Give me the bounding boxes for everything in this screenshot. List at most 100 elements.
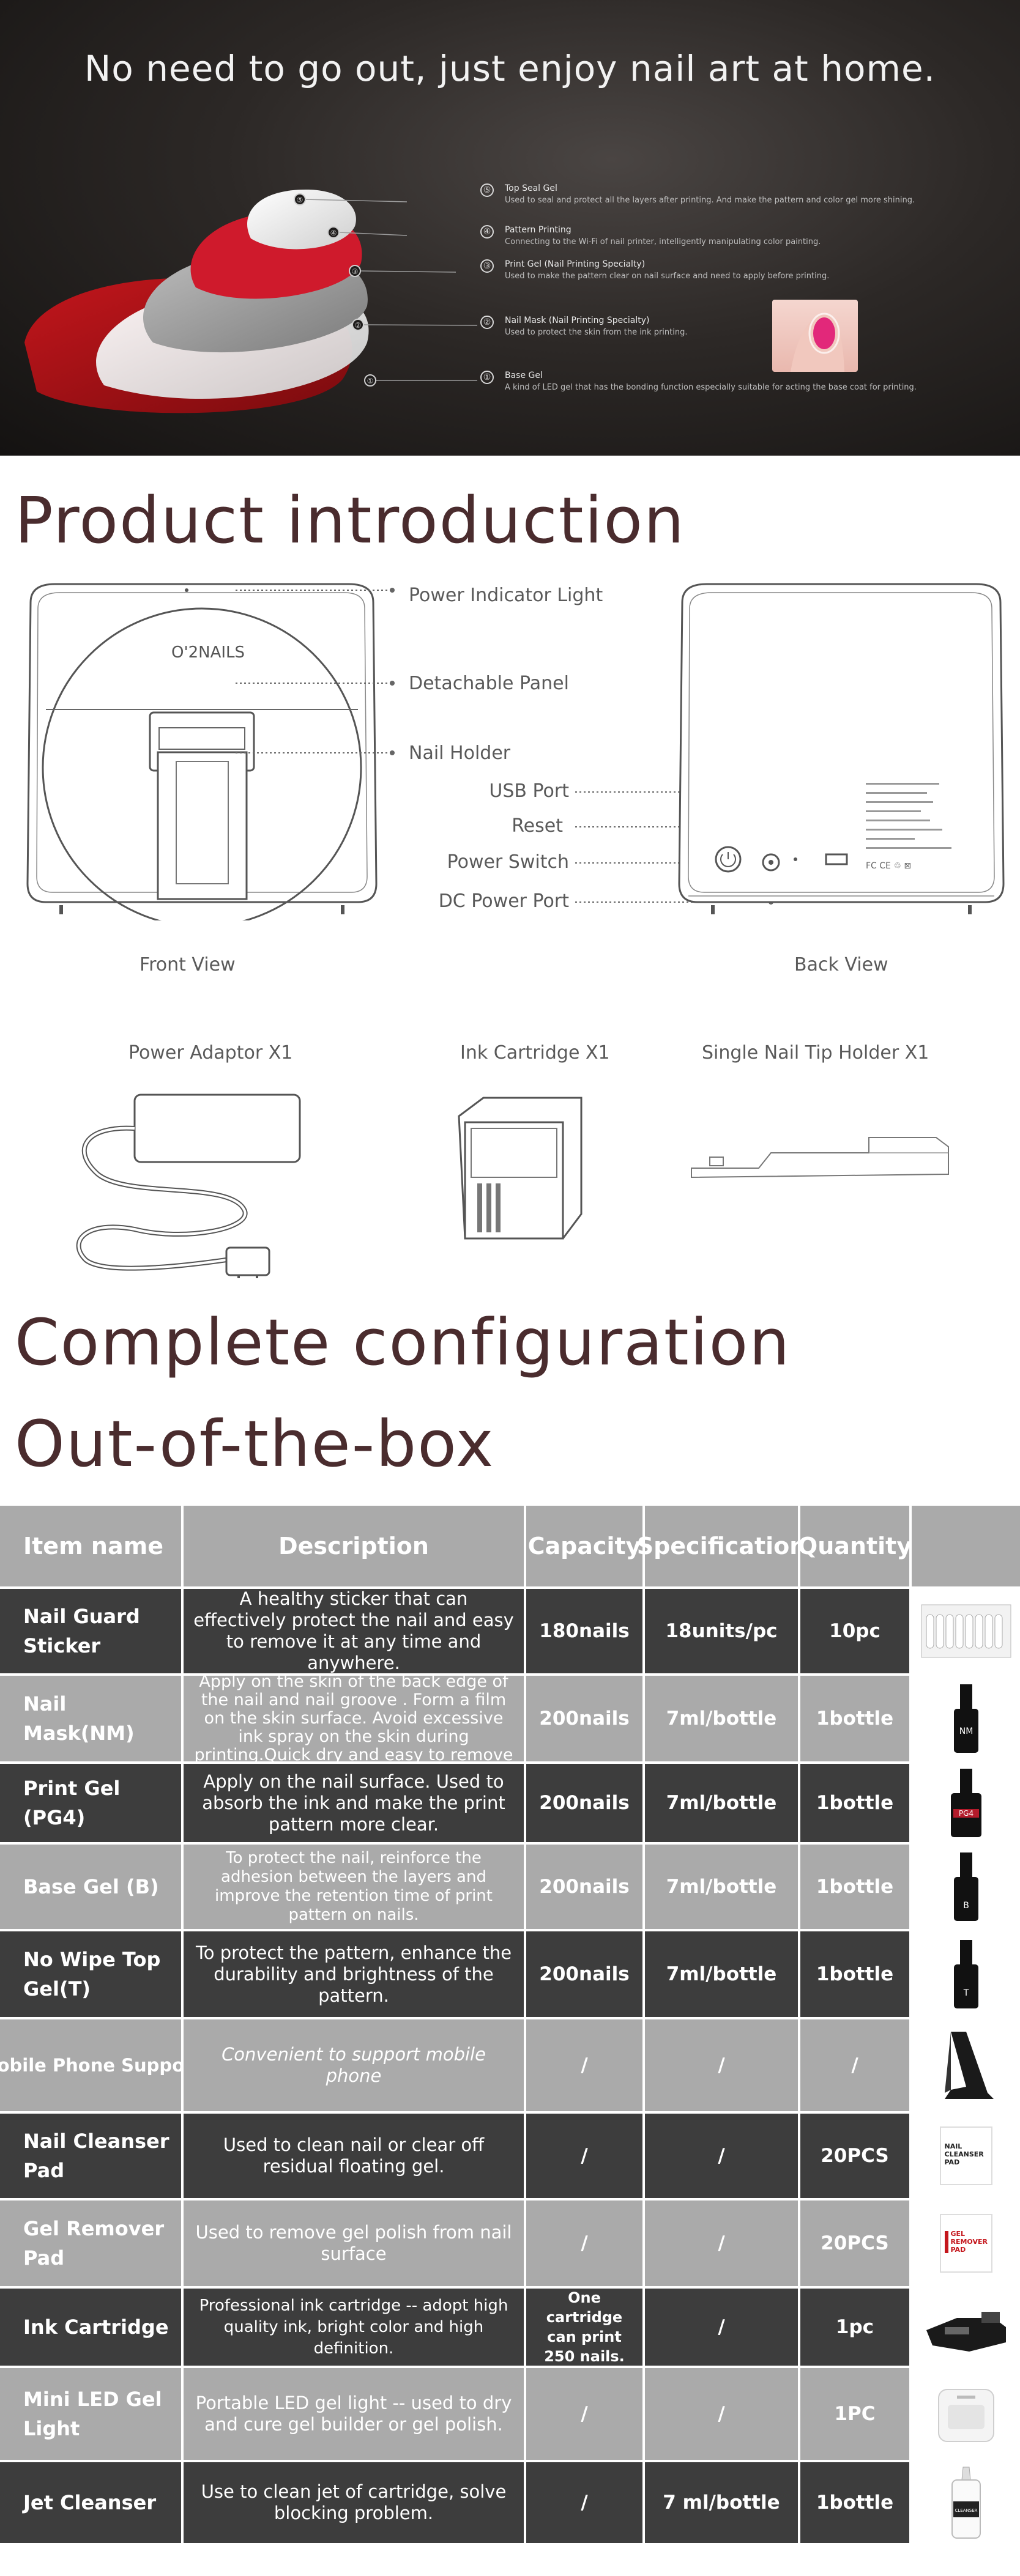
- row-image: [912, 2368, 1020, 2460]
- callout-detachable-panel: Detachable Panel: [409, 673, 569, 694]
- row-description: To protect the pattern, enhance the dura…: [184, 1931, 524, 2017]
- front-view-label: Front View: [140, 954, 236, 975]
- configuration-title: Complete configuration: [15, 1305, 791, 1380]
- callout-power-switch: Power Switch: [447, 851, 569, 873]
- bottle-icon: NM: [953, 1684, 978, 1753]
- gel-layers-illustration: ⑤ ④ ③ ② ①: [24, 190, 477, 413]
- row-description: Convenient to support mobile phone: [184, 2019, 524, 2111]
- row-specification: 7ml/bottle: [645, 1676, 798, 1761]
- layer-desc: Connecting to the Wi-Fi of nail printer,…: [505, 237, 821, 246]
- row-item-name: Gel Remover Pad: [0, 2200, 181, 2286]
- pad-box-icon: NAIL CLEANSER PAD: [939, 2126, 992, 2185]
- callout-reset: Reset: [512, 815, 563, 837]
- hero-title: No need to go out, just enjoy nail art a…: [84, 48, 936, 89]
- table-row: Mobile Phone Support Convenient to suppo…: [0, 2019, 1020, 2111]
- pad-box-label: NAIL CLEANSER PAD: [944, 2142, 984, 2166]
- row-specification: /: [645, 2019, 798, 2111]
- svg-text:FC CE ♲ ⊠: FC CE ♲ ⊠: [866, 861, 911, 871]
- table-row: Base Gel (B) To protect the nail, reinfo…: [0, 1845, 1020, 1929]
- accessory-power-adaptor-label: Power Adaptor X1: [128, 1042, 293, 1064]
- row-item-name: Nail Cleanser Pad: [0, 2114, 181, 2198]
- header-quantity: Quantity: [798, 1506, 912, 1586]
- row-image: NM: [912, 1676, 1020, 1761]
- row-image: [912, 2019, 1020, 2111]
- row-specification: 18units/pc: [645, 1589, 798, 1673]
- row-specification: /: [645, 2114, 798, 2198]
- row-description: Apply on the skin of the back edge of th…: [184, 1673, 524, 1764]
- layer-label-3: ③: [352, 267, 359, 276]
- printer-front-view: O'2NAILS: [26, 583, 378, 920]
- layer-name: Base Gel: [505, 371, 543, 380]
- row-quantity: 1bottle: [800, 2462, 909, 2543]
- row-capacity: /: [526, 2114, 642, 2198]
- row-quantity: 20PCS: [800, 2114, 909, 2198]
- table-row: Nail Guard Sticker A healthy sticker tha…: [0, 1588, 1020, 1673]
- callout-dc-power-port: DC Power Port: [438, 890, 569, 912]
- row-item-name: Nail Mask(NM): [0, 1676, 181, 1761]
- row-item-name: Ink Cartridge: [0, 2289, 181, 2366]
- row-description: Use to clean jet of cartridge, solve blo…: [184, 2462, 524, 2543]
- row-capacity: 200nails: [526, 1676, 642, 1761]
- cleanser-bottle-icon: CLEANSER: [951, 2467, 981, 2539]
- row-capacity: 200nails: [526, 1764, 642, 1842]
- bottle-icon: B: [953, 1852, 978, 1921]
- configuration-subtitle: Out-of-the-box: [15, 1407, 495, 1481]
- table-row: No Wipe Top Gel(T) To protect the patter…: [0, 1931, 1020, 2017]
- header-item-name: Item name: [0, 1506, 181, 1586]
- row-item-name: Print Gel (PG4): [0, 1764, 181, 1842]
- row-specification: /: [645, 2289, 798, 2366]
- row-description: Apply on the nail surface. Used to absor…: [184, 1764, 524, 1842]
- layer-name: Nail Mask (Nail Printing Specialty): [505, 316, 650, 325]
- bottle-icon: PG4: [950, 1769, 981, 1837]
- row-image: CLEANSER: [912, 2462, 1020, 2543]
- bottle-label: CLEANSER: [955, 2508, 977, 2513]
- layer-name: Top Seal Gel: [505, 183, 557, 193]
- layer-number: ③: [480, 259, 494, 273]
- callout-power-indicator: Power Indicator Light: [409, 585, 603, 606]
- row-specification: 7 ml/bottle: [645, 2462, 798, 2543]
- table-row: Ink Cartridge Professional ink cartridge…: [0, 2289, 1020, 2366]
- table-row: Nail Mask(NM) Apply on the skin of the b…: [0, 1673, 1020, 1764]
- row-specification: 7ml/bottle: [645, 1845, 798, 1929]
- table-row: Nail Cleanser Pad Used to clean nail or …: [0, 2114, 1020, 2198]
- power-adaptor-icon: [76, 1094, 301, 1278]
- cartridge-icon: [926, 2312, 1006, 2352]
- pad-box-label: GEL REMOVER PAD: [950, 2230, 988, 2254]
- row-image: [912, 1589, 1020, 1673]
- accessory-ink-cartridge-label: Ink Cartridge X1: [460, 1042, 610, 1064]
- row-quantity: 10pc: [800, 1589, 909, 1673]
- layer-desc: Used to protect the skin from the ink pr…: [505, 328, 688, 337]
- row-description: A healthy sticker that can effectively p…: [184, 1588, 524, 1673]
- printer-back-view: FC CE ♲ ⊠: [678, 583, 1005, 914]
- row-capacity: 200nails: [526, 1931, 642, 2017]
- row-image: T: [912, 1931, 1020, 2017]
- row-quantity: 1pc: [800, 2289, 909, 2366]
- header-specification: Specification: [637, 1506, 806, 1586]
- row-item-name: Mobile Phone Support: [0, 2019, 201, 2111]
- row-capacity: /: [526, 2200, 642, 2286]
- row-image: NAIL CLEANSER PAD: [912, 2114, 1020, 2198]
- row-item-name: Base Gel (B): [0, 1845, 181, 1929]
- row-image: [912, 2289, 1020, 2366]
- front-callout-lines: [236, 588, 395, 755]
- row-capacity: /: [526, 2462, 642, 2543]
- phone-stand-icon: [944, 2032, 994, 2099]
- accessory-nail-tip-holder-label: Single Nail Tip Holder X1: [702, 1042, 929, 1064]
- row-description: To protect the nail, reinforce the adhes…: [184, 1845, 524, 1929]
- row-capacity: One cartridge can print 250 nails.: [526, 2289, 642, 2366]
- row-item-name: Jet Cleanser: [0, 2462, 181, 2543]
- table-row: Mini LED Gel Light Portable LED gel ligh…: [0, 2368, 1020, 2460]
- row-description: Portable LED gel light -- used to dry an…: [184, 2368, 524, 2460]
- row-item-name: Nail Guard Sticker: [0, 1589, 181, 1673]
- row-quantity: 1bottle: [800, 1845, 909, 1929]
- layer-desc: A kind of LED gel that has the bonding f…: [505, 383, 917, 392]
- row-capacity: 180nails: [526, 1589, 642, 1673]
- bottle-label: PG4: [958, 1809, 973, 1818]
- finger-nail-icon: [791, 313, 844, 372]
- row-specification: 7ml/bottle: [645, 1931, 798, 2017]
- layer-number: ②: [480, 316, 494, 329]
- nail-tip-holder-icon: [691, 1137, 949, 1179]
- row-image: B: [912, 1845, 1020, 1929]
- ink-cartridge-icon: [458, 1097, 583, 1240]
- layer-name: Print Gel (Nail Printing Specialty): [505, 259, 646, 269]
